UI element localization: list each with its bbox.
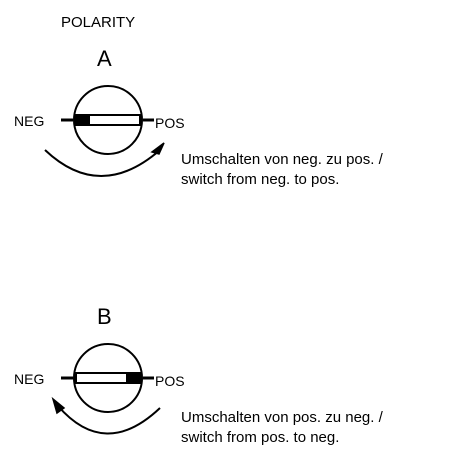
panel-b-letter: B — [97, 304, 112, 329]
panel-b-neg-label: NEG — [14, 371, 45, 387]
panel-a-neg-label: NEG — [14, 113, 45, 129]
panel-b-pos-label: POS — [155, 373, 185, 389]
panel-a-rotation-arrow — [44, 149, 161, 177]
panel-b-caption-line1: Umschalten von pos. zu neg. / — [181, 409, 383, 426]
panel-b-caption-line2: switch from pos. to neg. — [181, 429, 340, 446]
panel-a-arrowhead — [150, 142, 165, 155]
panel-a-caption-line1: Umschalten von neg. zu pos. / — [181, 151, 383, 168]
panel-b-arrowhead — [51, 396, 66, 415]
panel-b-marked-end — [126, 373, 140, 383]
panel-a-pos-label: POS — [155, 115, 185, 131]
panel-a-letter: A — [97, 46, 112, 71]
panel-b-rotation-arrow — [57, 405, 161, 435]
panel-a-caption-line2: switch from neg. to pos. — [181, 171, 340, 188]
panel-b-knob-svg — [51, 343, 161, 435]
panel-a-marked-end — [76, 115, 90, 125]
panel-a-knob-svg — [44, 85, 165, 177]
polarity-heading: POLARITY — [61, 14, 136, 31]
